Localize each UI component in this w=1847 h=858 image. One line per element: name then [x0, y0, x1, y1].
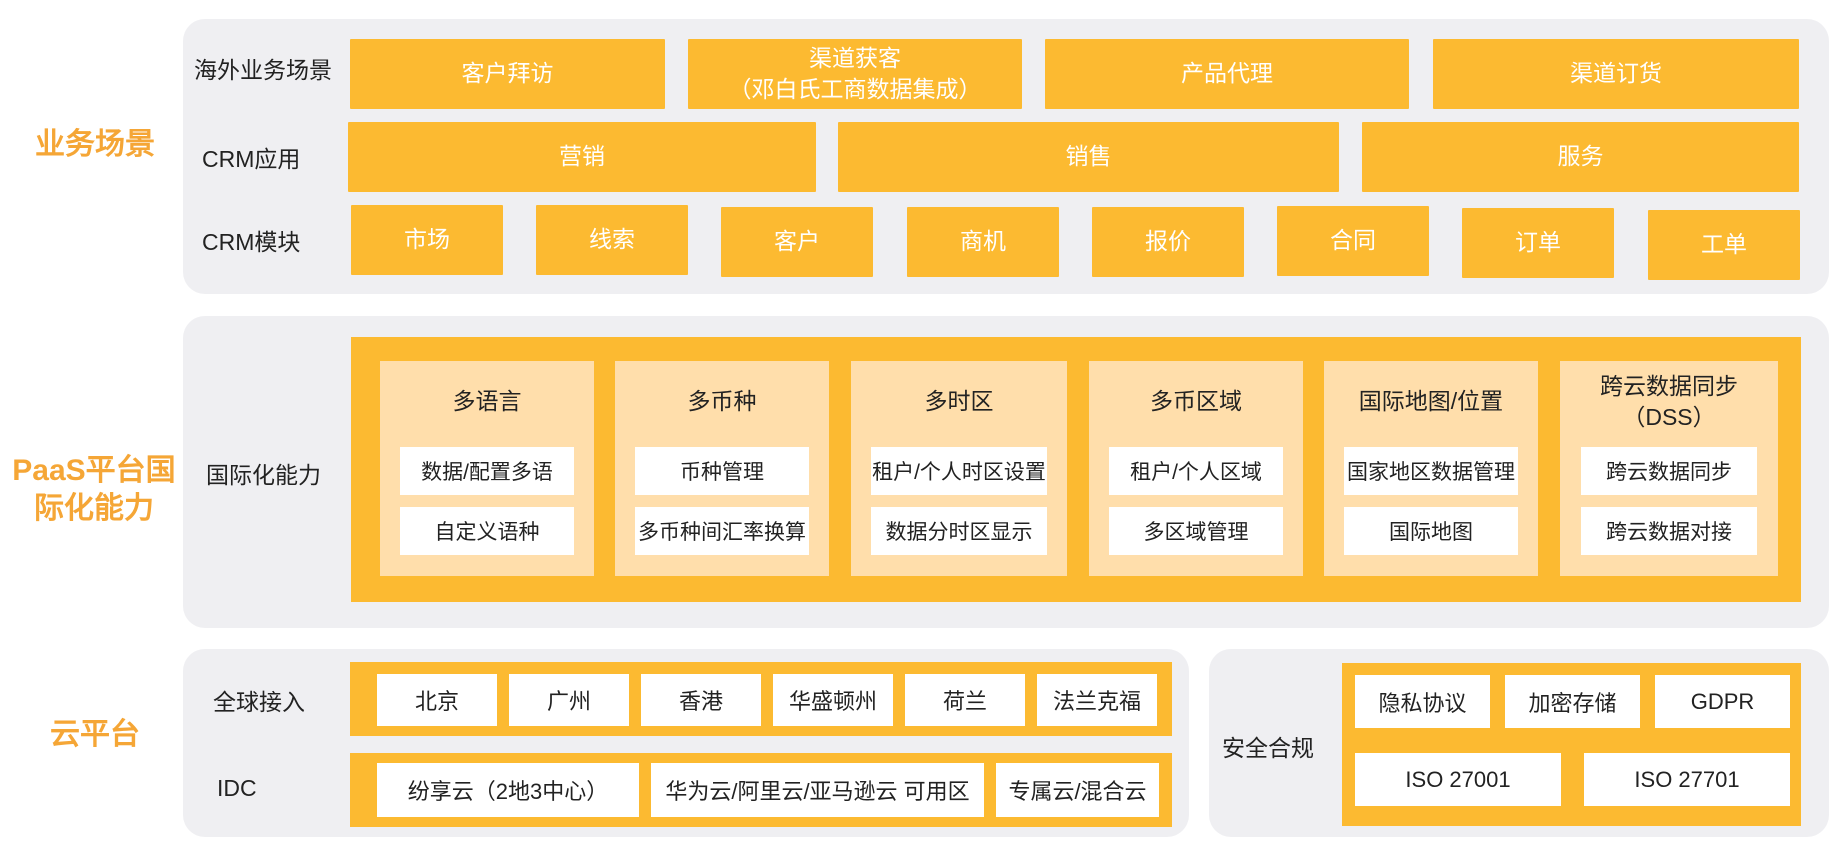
- feature-title: 跨云数据同步 （DSS）: [1560, 369, 1778, 435]
- access-hongkong: 香港: [641, 674, 761, 726]
- feature-item: 数据/配置多语: [400, 447, 574, 495]
- feature-item: 租户/个人区域: [1109, 447, 1283, 495]
- feature-item: 多币种间汇率换算: [635, 507, 809, 555]
- feature-title-dss-line2: （DSS）: [1622, 404, 1716, 430]
- feature-card-multitimezone: 多时区 租户/个人时区设置 数据分时区显示: [851, 361, 1067, 576]
- feature-title: 多币区域: [1150, 388, 1242, 415]
- idc-fxiaoke-cloud: 纷享云（2地3中心）: [377, 763, 639, 817]
- feature-item: 数据分时区显示: [871, 507, 1047, 555]
- feature-title: 多时区: [924, 388, 994, 415]
- feature-card-multicurrency: 多币种 币种管理 多币种间汇率换算: [615, 361, 829, 576]
- feature-card-multilanguage: 多语言 数据/配置多语 自定义语种: [380, 361, 594, 576]
- global-access-label: 全球接入: [213, 689, 305, 715]
- module-leads: 线索: [536, 205, 688, 275]
- app-sales: 销售: [838, 122, 1339, 192]
- idc-private-hybrid: 专属云/混合云: [996, 763, 1159, 817]
- feature-item: 多区域管理: [1109, 507, 1283, 555]
- module-quote: 报价: [1092, 207, 1244, 277]
- scene-channel-ordering: 渠道订货: [1433, 39, 1799, 109]
- feature-card-multiregion: 多币区域 租户/个人区域 多区域管理: [1089, 361, 1303, 576]
- security-encrypted-storage: 加密存储: [1505, 675, 1640, 728]
- feature-item: 自定义语种: [400, 507, 574, 555]
- access-netherlands: 荷兰: [905, 674, 1025, 726]
- security-iso-27001: ISO 27001: [1355, 753, 1561, 806]
- feature-item: 国家地区数据管理: [1344, 447, 1518, 495]
- layer-title-paas: PaaS平台国际化能力: [12, 454, 176, 525]
- feature-item: 租户/个人时区设置: [871, 447, 1047, 495]
- security-privacy-policy: 隐私协议: [1355, 675, 1490, 728]
- scenes-label: 海外业务场景: [194, 57, 332, 83]
- intl-capability-label: 国际化能力: [206, 462, 321, 488]
- layer-title-business: 业务场景: [35, 128, 155, 161]
- security-label: 安全合规: [1222, 735, 1314, 761]
- module-contract: 合同: [1277, 206, 1429, 276]
- scene-channel-acquisition: 渠道获客 （邓白氏工商数据集成）: [688, 39, 1022, 109]
- idc-public-clouds: 华为云/阿里云/亚马逊云 可用区: [651, 763, 984, 817]
- module-market: 市场: [351, 205, 503, 275]
- scene-channel-acquisition-line1: 渠道获客: [809, 44, 901, 71]
- apps-label: CRM应用: [202, 146, 301, 172]
- modules-label: CRM模块: [202, 229, 301, 255]
- app-service: 服务: [1362, 122, 1799, 192]
- security-gdpr: GDPR: [1655, 675, 1790, 728]
- feature-title: 国际地图/位置: [1358, 388, 1504, 415]
- feature-title: 多语言: [452, 388, 522, 415]
- scene-customer-visit: 客户拜访: [350, 39, 665, 109]
- feature-title: 多币种: [687, 388, 757, 415]
- idc-label: IDC: [217, 774, 257, 801]
- feature-item: 跨云数据同步: [1581, 447, 1757, 495]
- scene-product-agency: 产品代理: [1045, 39, 1409, 109]
- access-washington: 华盛顿州: [773, 674, 893, 726]
- access-frankfurt: 法兰克福: [1037, 674, 1157, 726]
- feature-item: 国际地图: [1344, 507, 1518, 555]
- feature-card-intl-map: 国际地图/位置 国家地区数据管理 国际地图: [1324, 361, 1538, 576]
- feature-item: 跨云数据对接: [1581, 507, 1757, 555]
- app-marketing: 营销: [348, 122, 816, 192]
- feature-card-dss: 跨云数据同步 （DSS） 跨云数据同步 跨云数据对接: [1560, 361, 1778, 576]
- module-work-order: 工单: [1648, 210, 1800, 280]
- feature-title-dss-line1: 跨云数据同步: [1600, 372, 1738, 399]
- access-guangzhou: 广州: [509, 674, 629, 726]
- access-beijing: 北京: [377, 674, 497, 726]
- module-order: 订单: [1462, 208, 1614, 278]
- module-opportunity: 商机: [907, 207, 1059, 277]
- module-customer: 客户: [721, 207, 873, 277]
- security-iso-27701: ISO 27701: [1584, 753, 1790, 806]
- feature-item: 币种管理: [635, 447, 809, 495]
- scene-channel-acquisition-line2: （邓白氏工商数据集成）: [728, 76, 982, 102]
- layer-title-cloud: 云平台: [50, 718, 140, 751]
